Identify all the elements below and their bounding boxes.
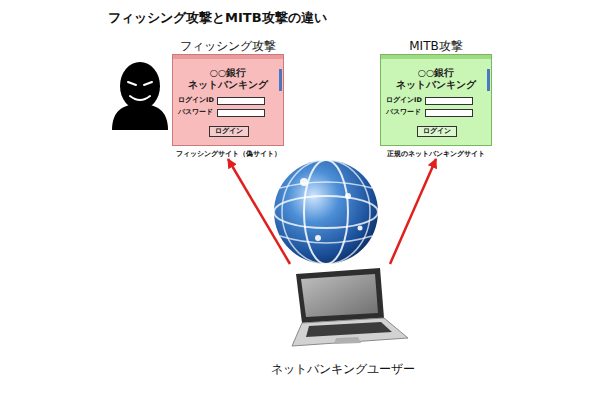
laptop-touchpad <box>334 337 361 344</box>
site-caption: 正規のネットバンキングサイト <box>376 149 496 159</box>
login-button: ログイン <box>209 126 249 137</box>
input-field <box>425 97 473 105</box>
field-label: ログインID <box>386 96 422 105</box>
laptop-screen <box>301 274 378 317</box>
scroll-bar <box>279 69 282 91</box>
input-field <box>217 109 265 117</box>
globe-glow <box>358 226 363 231</box>
laptop-keyboard <box>306 322 392 337</box>
connector-arrow <box>390 159 436 264</box>
globe-glow <box>300 178 308 186</box>
connector-arrow <box>228 159 290 264</box>
globe <box>274 160 378 264</box>
diagram-title: フィッシング攻撃とMITB攻撃の違い <box>108 9 327 27</box>
window-title-bar <box>381 55 491 59</box>
hacker-head <box>120 62 160 110</box>
site-window-node: MITB攻撃 ○○銀行 ネットバンキングログインID パスワードログイン正規のネット… <box>376 38 496 159</box>
hacker-figure <box>112 62 168 130</box>
login-button: ログイン <box>417 126 457 137</box>
scroll-bar <box>487 69 490 91</box>
window-title-bar <box>173 55 283 59</box>
hacker-smile <box>130 96 150 100</box>
browser-window: ○○銀行 ネットバンキングログインID パスワードログイン <box>380 54 492 146</box>
hacker-eye <box>144 82 152 85</box>
connector-layer <box>228 159 436 264</box>
field-label: パスワード <box>178 108 213 117</box>
user-label: ネットバンキングユーザー <box>268 362 418 376</box>
globe-parallel <box>280 182 372 188</box>
globe-glow <box>315 235 321 241</box>
globe-parallel <box>280 236 372 243</box>
button-label: ログイン <box>215 127 243 136</box>
window-heading: フィッシング攻撃 <box>168 38 288 54</box>
site-window-node: フィッシング攻撃 ○○銀行 ネットバンキングログインID パスワードログインフィッシ… <box>168 38 288 159</box>
globe-parallel <box>274 196 378 228</box>
globe-sphere <box>274 160 378 264</box>
site-caption: フィッシングサイト（偽サイト） <box>168 149 288 159</box>
window-heading: MITB攻撃 <box>376 38 496 54</box>
user-node: ネットバンキングユーザー <box>268 264 418 376</box>
input-field <box>217 97 265 105</box>
field-label: ログインID <box>178 96 214 105</box>
bank-name: ○○銀行 ネットバンキング <box>393 67 479 91</box>
browser-window: ○○銀行 ネットバンキングログインID パスワードログイン <box>172 54 284 146</box>
input-field <box>425 109 473 117</box>
field-label: パスワード <box>386 108 421 117</box>
hacker-eye <box>128 82 136 85</box>
globe-meridian <box>282 160 370 264</box>
globe-glow <box>345 193 351 199</box>
bank-name: ○○銀行 ネットバンキング <box>185 67 271 91</box>
globe-meridian <box>304 160 348 264</box>
laptop-screen-frame <box>296 268 384 323</box>
laptop-base <box>292 318 408 346</box>
laptop <box>292 268 408 346</box>
button-label: ログイン <box>423 127 451 136</box>
